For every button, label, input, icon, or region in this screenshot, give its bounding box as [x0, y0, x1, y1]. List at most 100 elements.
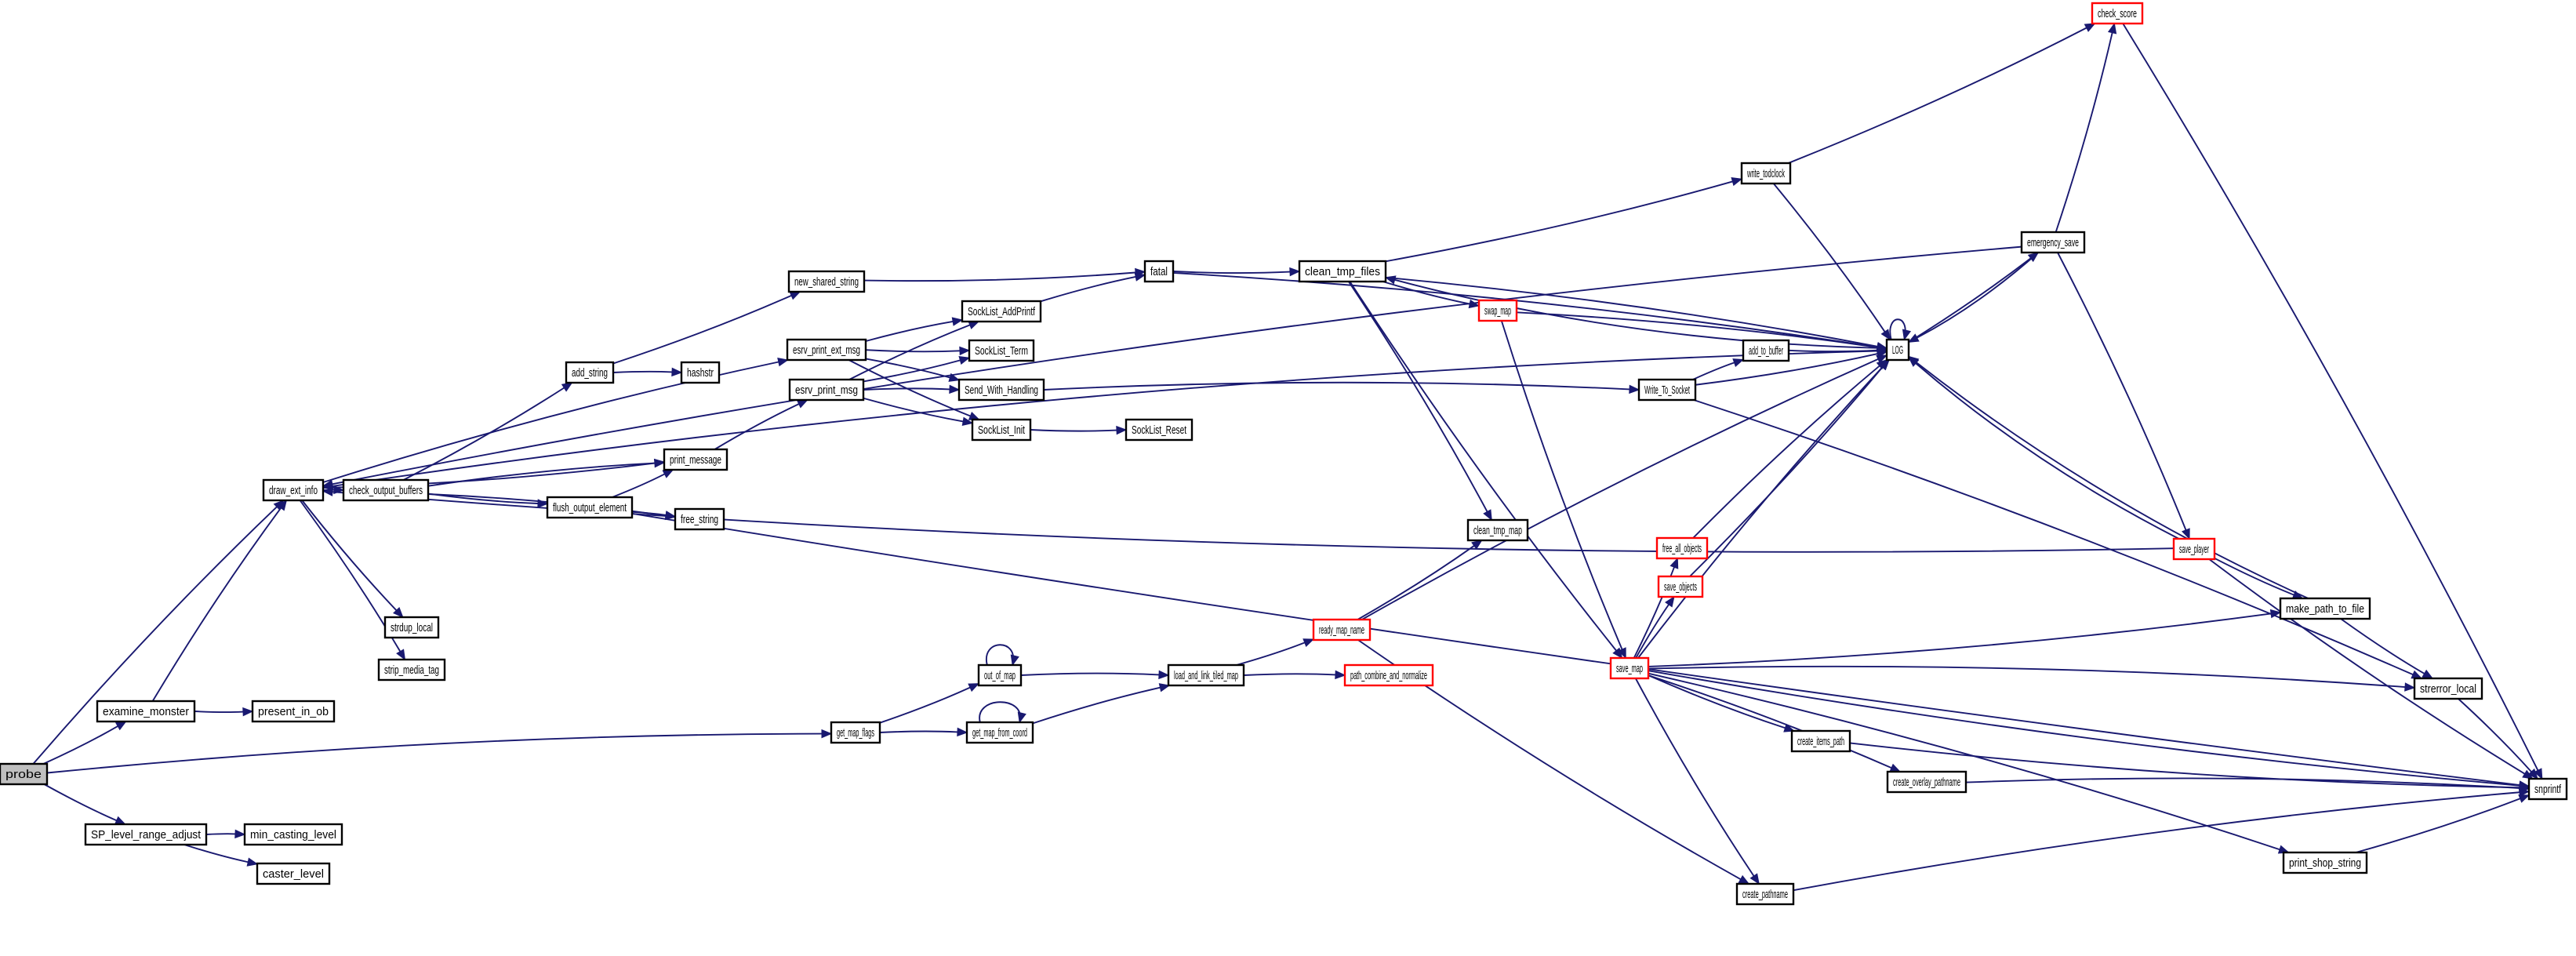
node-box[interactable] [1886, 770, 1967, 794]
node-snprintf[interactable]: snprintf [2527, 777, 2568, 801]
node-box[interactable] [262, 478, 325, 502]
node-log[interactable]: LOG [1885, 338, 1910, 362]
node-path-combine-and-normalize[interactable]: path_combine_and_normalize [1343, 663, 1434, 687]
node-box[interactable] [1167, 663, 1245, 687]
node-box[interactable] [961, 300, 1042, 323]
node-socklist-term[interactable]: SockList_Term [968, 339, 1035, 362]
node-box[interactable] [2020, 231, 2086, 254]
node-box[interactable] [2527, 777, 2568, 801]
node-box[interactable] [0, 762, 49, 786]
node-box[interactable] [957, 378, 1045, 402]
node-box[interactable] [2413, 677, 2483, 700]
node-strip-media-tag[interactable]: strip_media_tag [377, 658, 446, 682]
node-free-string[interactable]: free_string [674, 507, 725, 531]
node-flush-output-element[interactable]: flush_output_element [546, 496, 634, 519]
node-box[interactable] [971, 418, 1032, 442]
node-draw-ext-info[interactable]: draw_ext_info [262, 478, 325, 502]
node-ready-map-name[interactable]: ready_map_name [1312, 618, 1372, 642]
node-box[interactable] [1885, 338, 1910, 362]
node-check-output-buffers[interactable]: check_output_buffers [342, 478, 430, 502]
node-box[interactable] [1735, 882, 1795, 906]
node-box[interactable] [1657, 575, 1704, 598]
node-box[interactable] [383, 616, 440, 639]
node-box[interactable] [2279, 597, 2371, 620]
node-out-of-map[interactable]: out_of_map [977, 663, 1023, 687]
node-caster-level[interactable]: caster_level [256, 862, 331, 885]
node-box[interactable] [977, 663, 1023, 687]
node-box[interactable] [2282, 851, 2368, 874]
node-box[interactable] [243, 823, 343, 846]
node-free-all-objects[interactable]: free_all_objects [1655, 536, 1709, 560]
node-hashstr[interactable]: hashstr [680, 361, 721, 384]
node-save-objects[interactable]: save_objects [1657, 575, 1704, 598]
node-get-map-flags[interactable]: get_map_flags [830, 721, 881, 744]
node-print-message[interactable]: print_message [663, 448, 728, 471]
node-box[interactable] [84, 823, 208, 846]
node-box[interactable] [786, 338, 867, 362]
node-box[interactable] [663, 448, 728, 471]
node-probe[interactable]: probe [0, 762, 49, 786]
node-box[interactable] [1298, 260, 1387, 283]
node-sp-level-range-adjust[interactable]: SP_level_range_adjust [84, 823, 208, 846]
node-add-string[interactable]: add_string [565, 361, 615, 384]
node-box[interactable] [680, 361, 721, 384]
node-clean-tmp-map[interactable]: clean_tmp_map [1466, 518, 1529, 542]
node-save-player[interactable]: save_player [2172, 537, 2216, 561]
node-box[interactable] [1343, 663, 1434, 687]
node-box[interactable] [1742, 339, 1790, 362]
node-socklist-reset[interactable]: SockList_Reset [1125, 418, 1194, 442]
node-make-path-to-file[interactable]: make_path_to_file [2279, 597, 2371, 620]
node-strerror-local[interactable]: strerror_local [2413, 677, 2483, 700]
node-box[interactable] [251, 700, 336, 723]
node-send-with-handling[interactable]: Send_With_Handling [957, 378, 1045, 402]
node-clean-tmp-files[interactable]: clean_tmp_files [1298, 260, 1387, 283]
node-box[interactable] [1466, 518, 1529, 542]
node-box[interactable] [1740, 162, 1792, 185]
node-box[interactable] [674, 507, 725, 531]
node-box[interactable] [830, 721, 881, 744]
node-box[interactable] [965, 721, 1034, 744]
node-box[interactable] [1312, 618, 1372, 642]
node-min-casting-level[interactable]: min_casting_level [243, 823, 343, 846]
node-box[interactable] [968, 339, 1035, 362]
node-box[interactable] [1655, 536, 1709, 560]
node-fatal[interactable]: fatal [1143, 260, 1175, 283]
node-strdup-local[interactable]: strdup_local [383, 616, 440, 639]
node-box[interactable] [1790, 729, 1851, 753]
node-examine-monster[interactable]: examine_monster [96, 700, 196, 723]
node-write-to-socket[interactable]: Write_To_Socket [1637, 378, 1697, 402]
node-box[interactable] [1609, 656, 1650, 680]
node-write-todclock[interactable]: write_todclock [1740, 162, 1792, 185]
node-box[interactable] [1477, 299, 1518, 322]
node-save-map[interactable]: save_map [1609, 656, 1650, 680]
node-box[interactable] [2091, 2, 2144, 25]
node-socklist-init[interactable]: SockList_Init [971, 418, 1032, 442]
node-emergency-save[interactable]: emergency_save [2020, 231, 2086, 254]
node-box[interactable] [1125, 418, 1194, 442]
node-socklist-addprintf[interactable]: SockList_AddPrintf [961, 300, 1042, 323]
node-print-shop-string[interactable]: print_shop_string [2282, 851, 2368, 874]
node-box[interactable] [96, 700, 196, 723]
node-load-and-link-tiled-map[interactable]: load_and_link_tiled_map [1167, 663, 1245, 687]
node-box[interactable] [256, 862, 331, 885]
node-box[interactable] [2172, 537, 2216, 561]
node-box[interactable] [546, 496, 634, 519]
node-esrv-print-msg[interactable]: esrv_print_msg [788, 378, 865, 402]
node-box[interactable] [787, 270, 866, 293]
node-box[interactable] [1143, 260, 1175, 283]
node-box[interactable] [342, 478, 430, 502]
node-box[interactable] [565, 361, 615, 384]
node-check-score[interactable]: check_score [2091, 2, 2144, 25]
node-box[interactable] [788, 378, 865, 402]
node-get-map-from-coord[interactable]: get_map_from_coord [965, 721, 1034, 744]
node-esrv-print-ext-msg[interactable]: esrv_print_ext_msg [786, 338, 867, 362]
node-new-shared-string[interactable]: new_shared_string [787, 270, 866, 293]
node-swap-map[interactable]: swap_map [1477, 299, 1518, 322]
node-create-pathname[interactable]: create_pathname [1735, 882, 1795, 906]
node-create-overlay-pathname[interactable]: create_overlay_pathname [1886, 770, 1967, 794]
node-box[interactable] [377, 658, 446, 682]
node-box[interactable] [1637, 378, 1697, 402]
node-create-items-path[interactable]: create_items_path [1790, 729, 1851, 753]
node-add-to-buffer[interactable]: add_to_buffer [1742, 339, 1790, 362]
node-present-in-ob[interactable]: present_in_ob [251, 700, 336, 723]
